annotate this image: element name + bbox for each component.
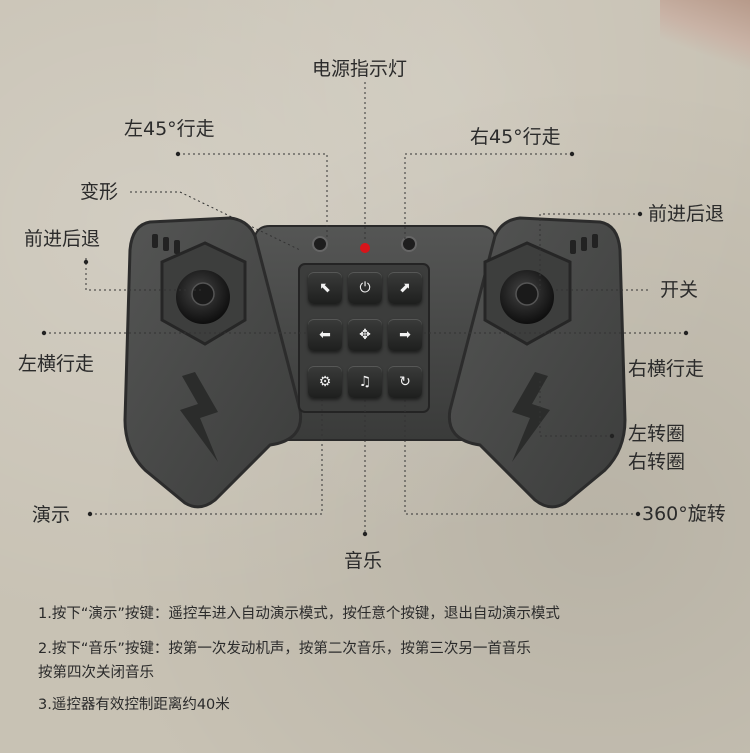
power-icon: ⏻ — [359, 280, 371, 296]
note-3: 3.遥控器有效控制距离约40米 — [38, 697, 230, 713]
music-key[interactable]: ♫ — [348, 366, 382, 398]
note-1: 1.按下“演示”按键：遥控车进入自动演示模式，按任意个按键，退出自动演示模式 — [38, 606, 560, 622]
arrow-right-icon: ➡ — [399, 327, 411, 343]
right-small-button — [401, 236, 417, 252]
right-strafe-key[interactable]: ➡ — [388, 319, 422, 351]
arrow-up-left-icon: ⬉ — [319, 280, 331, 296]
demo-gear-icon: ⚙ — [318, 374, 332, 390]
label-demo: 演示 — [32, 504, 71, 526]
spin360-key[interactable]: ↻ — [388, 366, 422, 398]
label-left-rotate: 左转圈 — [628, 423, 686, 445]
power-led — [360, 243, 370, 253]
label-left45: 左45°行走 — [124, 118, 215, 140]
label-fwd-back-left: 前进后退 — [24, 228, 101, 250]
note-2: 2.按下“音乐”按键：按第一次发动机声，按第二次音乐，按第三次另一首音乐 — [38, 641, 531, 657]
right45-key[interactable]: ⬈ — [388, 272, 422, 304]
left-bolt-decal — [180, 372, 218, 462]
transform-icon: ✥ — [359, 327, 371, 343]
label-music: 音乐 — [344, 550, 383, 572]
arrow-left-icon: ⬅ — [319, 327, 331, 343]
label-spin360: 360°旋转 — [642, 503, 726, 525]
label-right45: 右45°行走 — [470, 126, 561, 148]
arrow-up-right-icon: ⬈ — [399, 280, 411, 296]
demo-key[interactable]: ⚙ — [308, 366, 342, 398]
music-note-icon: ♫ — [358, 374, 372, 390]
label-right-rotate: 右转圈 — [628, 451, 686, 473]
left45-key[interactable]: ⬉ — [308, 272, 342, 304]
transform-key[interactable]: ✥ — [348, 319, 382, 351]
note-2-continued: 按第四次关闭音乐 — [38, 665, 154, 681]
label-right-strafe: 右横行走 — [628, 358, 705, 380]
rotate-360-icon: ↻ — [399, 374, 411, 390]
corner-accent — [660, 0, 750, 70]
label-left-strafe: 左横行走 — [18, 353, 95, 375]
power-key[interactable]: ⏻ — [348, 272, 382, 304]
right-bolt-decal — [512, 372, 550, 462]
label-fwd-back-right: 前进后退 — [648, 203, 725, 225]
label-transform: 变形 — [80, 181, 119, 203]
label-on-off: 开关 — [660, 279, 699, 301]
left-strafe-key[interactable]: ⬅ — [308, 319, 342, 351]
left-small-button — [312, 236, 328, 252]
label-power-led: 电源指示灯 — [312, 58, 408, 80]
